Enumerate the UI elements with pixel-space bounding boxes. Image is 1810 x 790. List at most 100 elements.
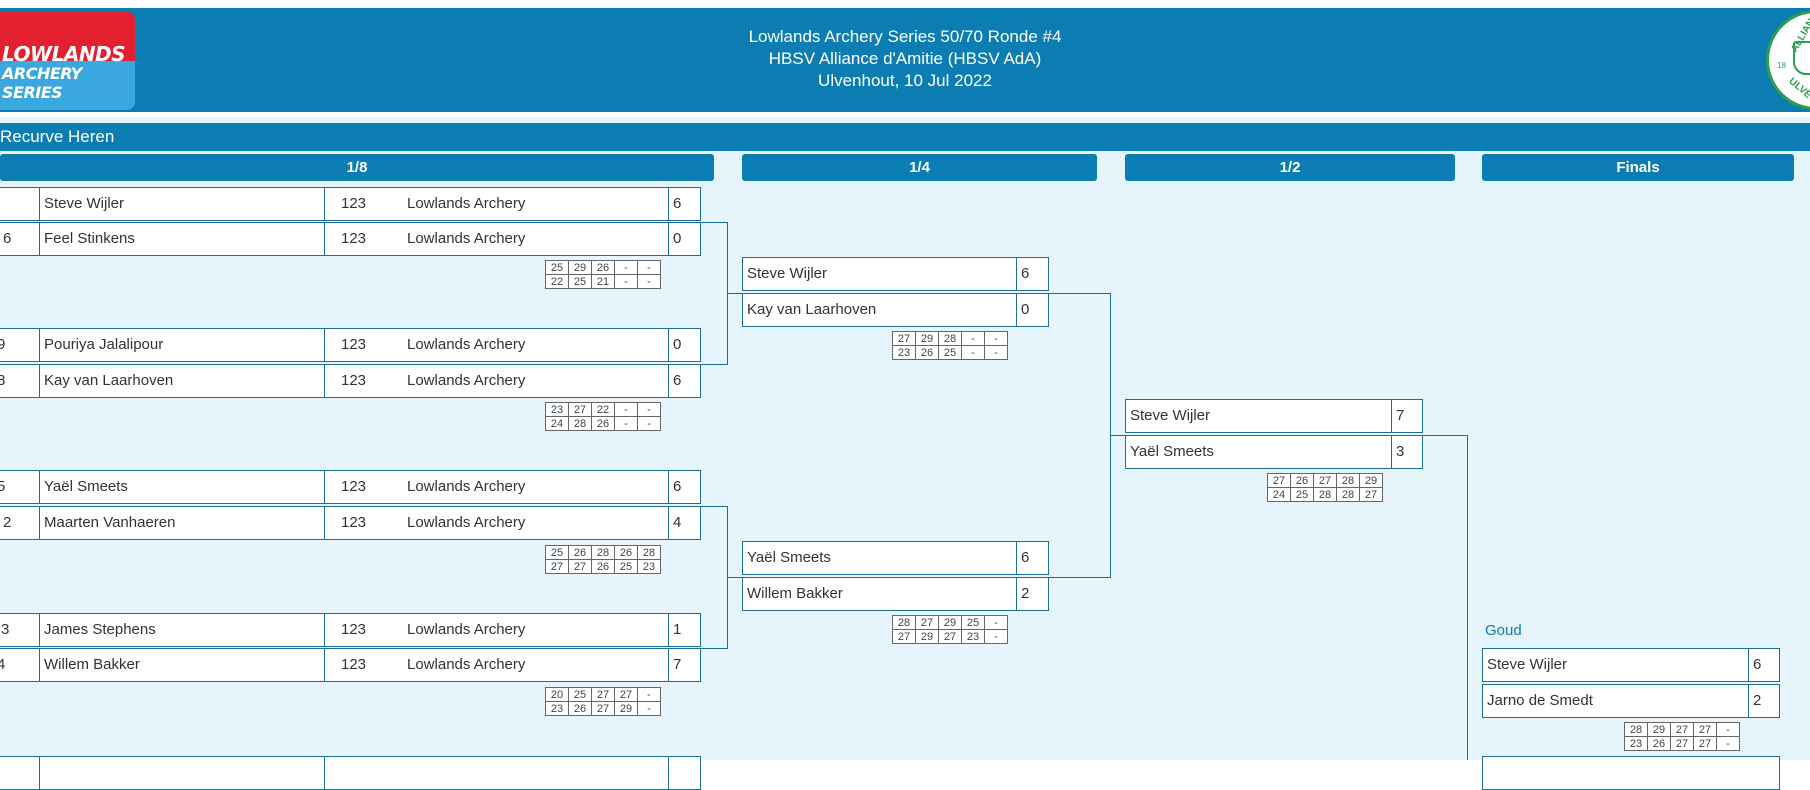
- end-score: 27: [1359, 487, 1383, 502]
- cell-divider: [668, 757, 669, 789]
- end-score: -: [637, 701, 661, 716]
- end-score: 25: [568, 687, 592, 702]
- r4-row-3[interactable]: Yaël Smeets 6: [742, 541, 1049, 575]
- cell-divider: [1016, 294, 1017, 326]
- cell-divider: [324, 649, 325, 681]
- end-score: 28: [568, 416, 592, 431]
- r8-row-8[interactable]: 4 Willem Bakker 123 Lowlands Archery 7: [0, 648, 701, 682]
- seed: 5: [0, 478, 6, 495]
- r8-row-1[interactable]: Steve Wijler 123 Lowlands Archery 6: [0, 187, 701, 221]
- cell-divider: [1748, 685, 1749, 717]
- seed: 4: [0, 656, 6, 673]
- cell-divider: [668, 365, 669, 397]
- r8-row-7[interactable]: 3 James Stephens 123 Lowlands Archery 1: [0, 613, 701, 647]
- end-score: 27: [568, 559, 592, 574]
- end-score: 24: [545, 416, 569, 431]
- archer-name: Steve Wijler: [1487, 656, 1568, 673]
- r8-row-5[interactable]: 5 Yaël Smeets 123 Lowlands Archery 6: [0, 470, 701, 504]
- qual-score: 123: [341, 372, 367, 389]
- end-score: -: [614, 260, 638, 275]
- logo-text-line1: LOWLANDS: [2, 42, 126, 66]
- lowlands-archery-logo: LOWLANDS ARCHERY SERIES: [0, 12, 135, 110]
- archer-name: Willem Bakker: [44, 656, 140, 673]
- qual-score: 123: [341, 621, 367, 638]
- connector-line: [728, 577, 742, 578]
- archer-name: Jarno de Smedt: [1487, 692, 1593, 709]
- end-score: -: [984, 629, 1008, 644]
- end-score: 27: [1693, 722, 1717, 737]
- end-score: 25: [568, 274, 592, 289]
- end-score: 25: [961, 615, 985, 630]
- final-row-2[interactable]: Jarno de Smedt 2: [1482, 684, 1780, 718]
- cell-divider: [39, 649, 40, 681]
- event-name: Lowlands Archery Series 50/70 Ronde #4: [748, 27, 1062, 46]
- r2-row-2[interactable]: Yaël Smeets 3: [1125, 435, 1423, 469]
- cell-divider: [39, 507, 40, 539]
- round-header-1-8: 1/8: [0, 154, 714, 181]
- r4-row-1[interactable]: Steve Wijler 6: [742, 257, 1049, 291]
- end-score: 29: [614, 701, 638, 716]
- r8-row-4[interactable]: 8 Kay van Laarhoven 123 Lowlands Archery…: [0, 364, 701, 398]
- club-name: Lowlands Archery: [407, 336, 526, 353]
- r4-row-4[interactable]: Willem Bakker 2: [742, 577, 1049, 611]
- end-score: -: [984, 331, 1008, 346]
- end-score: 26: [568, 701, 592, 716]
- end-score: -: [961, 345, 985, 360]
- end-score: 28: [1336, 473, 1360, 488]
- r2-row-1[interactable]: Steve Wijler 7: [1125, 399, 1423, 433]
- end-score: 27: [892, 331, 916, 346]
- cell-divider: [1391, 436, 1392, 468]
- cell-divider: [1016, 258, 1017, 290]
- cell-divider: [39, 614, 40, 646]
- set-points: 6: [1753, 656, 1762, 673]
- set-points: 6: [1021, 549, 1030, 566]
- connector-r8-m1-m2: [701, 222, 728, 365]
- end-score: -: [1716, 736, 1740, 751]
- end-score: 23: [637, 559, 661, 574]
- cell-divider: [668, 507, 669, 539]
- end-score: 27: [1313, 473, 1337, 488]
- end-score: 27: [915, 615, 939, 630]
- cell-divider: [668, 329, 669, 361]
- end-score: 27: [568, 402, 592, 417]
- club-name: Lowlands Archery: [407, 372, 526, 389]
- cell-divider: [668, 471, 669, 503]
- r8-row-3[interactable]: 9 Pouriya Jalalipour 123 Lowlands Archer…: [0, 328, 701, 362]
- r4-row-2[interactable]: Kay van Laarhoven 0: [742, 293, 1049, 327]
- cell-divider: [324, 757, 325, 789]
- end-score: 26: [591, 559, 615, 574]
- club-name: Lowlands Archery: [407, 514, 526, 531]
- end-score: 20: [545, 687, 569, 702]
- connector-line: [728, 293, 742, 294]
- cell-divider: [324, 329, 325, 361]
- end-score: -: [1716, 722, 1740, 737]
- end-score: 25: [545, 545, 569, 560]
- cell-divider: [324, 365, 325, 397]
- archer-name: Yaël Smeets: [1130, 443, 1214, 460]
- set-points: 6: [673, 195, 682, 212]
- event-header: LOWLANDS ARCHERY SERIES Lowlands Archery…: [0, 8, 1810, 112]
- final-row-1[interactable]: Steve Wijler 6: [1482, 648, 1780, 682]
- end-score: 28: [938, 331, 962, 346]
- end-score: 27: [1693, 736, 1717, 751]
- r8-row-6[interactable]: 2 Maarten Vanhaeren 123 Lowlands Archery…: [0, 506, 701, 540]
- set-points: 7: [673, 656, 682, 673]
- r8-row-2[interactable]: 6 Feel Stinkens 123 Lowlands Archery 0: [0, 222, 701, 256]
- club-name: Lowlands Archery: [407, 230, 526, 247]
- end-score: 23: [545, 701, 569, 716]
- end-score: 23: [545, 402, 569, 417]
- round-header-finals: Finals: [1482, 154, 1794, 181]
- archer-name: Yaël Smeets: [747, 549, 831, 566]
- end-score: 25: [938, 345, 962, 360]
- end-score: -: [637, 687, 661, 702]
- archer-name: Yaël Smeets: [44, 478, 128, 495]
- connector-r8-m3-m4: [701, 506, 728, 649]
- end-score: 26: [1290, 473, 1314, 488]
- logo-text-line2: ARCHERY SERIES: [2, 64, 82, 102]
- cell-divider: [1016, 542, 1017, 574]
- seed: 8: [0, 372, 6, 389]
